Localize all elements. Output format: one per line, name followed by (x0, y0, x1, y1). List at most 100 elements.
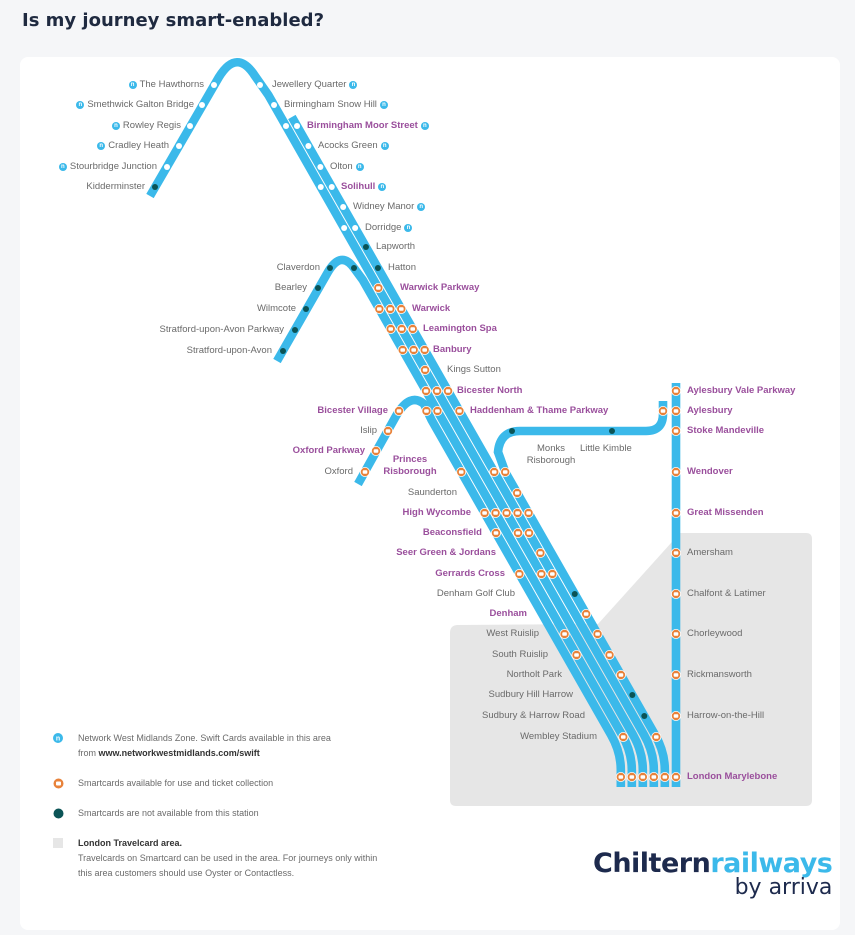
station-name: London Marylebone (687, 771, 778, 782)
station-label[interactable]: Kidderminster (86, 181, 145, 193)
station-label[interactable]: Hatton (388, 262, 416, 274)
station-label[interactable]: Leamington Spa (423, 323, 497, 335)
station-label[interactable]: Warwick Parkway (400, 282, 479, 294)
line-stratford (273, 255, 637, 787)
station-name: Stratford-upon-Avon Parkway (159, 324, 284, 335)
station-label[interactable]: Stratford-upon-Avon (187, 345, 272, 357)
station-label[interactable]: Beaconsfield (423, 527, 482, 539)
station-label[interactable]: Rickmansworth (687, 669, 752, 681)
station-label[interactable]: High Wycombe (403, 507, 471, 519)
station-label[interactable]: Bearley (275, 282, 307, 294)
station-label[interactable]: Lapworth (376, 241, 415, 253)
station-name: The Hawthorns (139, 79, 204, 90)
station-label[interactable]: Sudbury & Harrow Road (482, 710, 585, 722)
station-label[interactable]: Oxford (324, 466, 353, 478)
station-label[interactable]: South Ruislip (492, 649, 548, 661)
station-label[interactable]: Wilmcote (257, 303, 296, 315)
station-name: Solihull (341, 181, 376, 192)
station-label[interactable]: Aylesbury (687, 405, 733, 417)
smartcard-station-icon (514, 569, 525, 580)
station-label[interactable]: Wembley Stadium (520, 731, 597, 743)
station-label[interactable]: Harrow-on-the-Hill (687, 710, 764, 722)
station-label[interactable]: Wendover (687, 466, 733, 478)
legend-travelcard: London Travelcard area.Travelcards on Sm… (53, 836, 380, 881)
station-label[interactable]: Great Missenden (687, 507, 764, 519)
legend-smart-text: Smartcards available for use and ticket … (78, 778, 274, 788)
station-label[interactable]: Princes Risborough (375, 454, 445, 478)
station-name: Lapworth (376, 241, 416, 252)
smartcard-station-icon (671, 385, 682, 396)
station-label[interactable]: Islip (360, 425, 377, 437)
station-label[interactable]: Sudbury Hill Harrow (489, 689, 573, 701)
smartcard-station-icon (615, 670, 626, 681)
station-label[interactable]: Haddenham & Thame Parkway (470, 405, 608, 417)
station-name: Birmingham Moor Street (307, 120, 418, 131)
legend-travelcard-text: Travelcards on Smartcard can be used in … (78, 853, 378, 878)
station-label[interactable]: Gerrards Cross (435, 568, 505, 580)
smartcard-station-icon (658, 405, 669, 416)
no-smartcard-station-icon (351, 265, 357, 271)
no-smartcard-station-icon (292, 327, 298, 333)
station-label[interactable]: Bicester Village (317, 405, 388, 417)
network-west-midlands-icon: n (97, 142, 106, 150)
station-label[interactable]: Bicester North (457, 385, 522, 397)
smartcard-station-icon (671, 425, 682, 436)
logo-railways: railways (710, 848, 833, 879)
smartcard-station-icon (512, 507, 523, 518)
station-name: Stourbridge Junction (69, 161, 157, 172)
smartcard-station-icon (408, 344, 419, 355)
network-west-midlands-icon: n (58, 163, 67, 171)
no-smartcard-station-icon (641, 713, 648, 719)
station-stop-icon (352, 225, 359, 231)
station-label[interactable]: Little Kimble (580, 443, 640, 455)
station-label[interactable]: Chalfont & Latimer (687, 588, 766, 600)
station-label[interactable]: Saunderton (408, 487, 457, 499)
logo-tagline: by arriva (734, 875, 833, 900)
station-label[interactable]: Stoke Mandeville (687, 425, 764, 437)
station-name: Warwick (412, 303, 451, 314)
legend-nwm: n Network West Midlands Zone. Swift Card… (53, 731, 350, 761)
station-label[interactable]: Denham Golf Club (437, 588, 515, 600)
legend-nwm-link[interactable]: www.networkwestmidlands.com/swift (98, 748, 260, 758)
station-label[interactable]: Kings Sutton (447, 364, 501, 376)
station-label[interactable]: Amersham (687, 547, 733, 559)
station-label[interactable]: Warwick (412, 303, 450, 315)
no-smartcard-station-icon (303, 306, 309, 312)
station-label[interactable]: Chorleywood (687, 628, 742, 640)
smartcard-station-icon (421, 405, 432, 416)
station-label[interactable]: Oxford Parkway (293, 445, 365, 457)
smartcard-station-icon (512, 487, 523, 498)
line-birmingham-snow-hill (146, 58, 648, 787)
no-smartcard-icon (53, 808, 64, 819)
station-label[interactable]: West Ruislip (486, 628, 539, 640)
station-stop-icon (211, 82, 217, 88)
station-label[interactable]: Seer Green & Jordans (396, 547, 496, 559)
station-label[interactable]: Claverdon (277, 262, 320, 274)
station-name: Smethwick Galton Bridge (87, 99, 194, 110)
station-label[interactable]: Northolt Park (507, 669, 562, 681)
station-name: Bicester Village (317, 405, 388, 416)
station-label[interactable]: Stratford-upon-Avon Parkway (160, 324, 284, 336)
station-name: Great Missenden (687, 507, 764, 518)
station-label[interactable]: Denham (490, 608, 527, 620)
station-label[interactable]: Banbury (433, 344, 472, 356)
legend-smart: Smartcards available for use and ticket … (53, 776, 274, 791)
station-label[interactable]: London Marylebone (687, 771, 777, 783)
smartcard-station-icon (420, 364, 431, 375)
station-name: Harrow-on-the-Hill (687, 710, 765, 721)
station-label[interactable]: Aylesbury Vale Parkway (687, 385, 795, 397)
station-label[interactable]: Monks Risborough (521, 443, 581, 467)
